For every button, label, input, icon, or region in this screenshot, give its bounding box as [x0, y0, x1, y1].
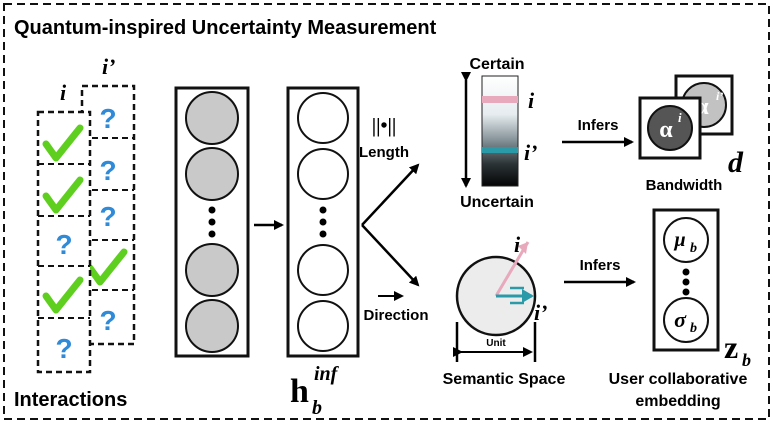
column-i-label: i: [60, 80, 67, 105]
gray-node: [185, 299, 239, 353]
mu-symbol: μ: [673, 229, 685, 251]
ellipsis-dot: [208, 230, 216, 238]
interactions-label: Interactions: [14, 389, 127, 411]
white-node: [297, 300, 349, 352]
white-node: [297, 92, 349, 144]
outer-frame: [3, 3, 770, 420]
length-label: Length: [359, 144, 409, 161]
semantic-space-sphere: [455, 241, 537, 337]
ellipsis-dot: [319, 218, 327, 226]
gray-node: [185, 91, 239, 145]
mu-subscript: b: [690, 241, 697, 256]
embedding-vector: [652, 208, 720, 352]
sigma-node: [663, 297, 709, 343]
alpha-back-superscript: i’: [716, 89, 723, 103]
ellipsis-dot: [208, 206, 216, 214]
ellipsis-dot: [682, 288, 690, 296]
certainty-gradient-bar: [481, 75, 519, 187]
certain-label: Certain: [469, 56, 524, 73]
split-arrow-down: [361, 224, 420, 287]
h-subscript: b: [312, 397, 322, 419]
infers-label-top: Infers: [578, 117, 619, 134]
ellipsis-dot: [319, 230, 327, 238]
sigma-subscript: b: [690, 321, 697, 336]
gray-node: [185, 243, 239, 297]
ellipsis-dot: [319, 206, 327, 214]
input-embedding-column: [174, 86, 250, 358]
h-symbol: h: [290, 373, 309, 410]
d-label: d: [728, 146, 744, 179]
column-i-prime-label: i’: [102, 54, 115, 79]
check-icon: [42, 176, 84, 214]
bandwidth-label: Bandwidth: [646, 177, 723, 194]
question-icon: ?: [55, 333, 72, 364]
z-symbol: z: [724, 329, 738, 365]
interaction-column-i: ? ?: [36, 110, 92, 374]
white-node: [297, 148, 349, 200]
h-superscript: inf: [314, 363, 340, 385]
interaction-column-i-prime: ? ? ? ?: [80, 84, 136, 346]
marker-i-prime-label: i’: [524, 140, 537, 165]
hidden-vector-label: h b inf: [290, 363, 340, 419]
check-icon: [86, 248, 128, 286]
gray-node: [185, 147, 239, 201]
infers-label-bottom: Infers: [580, 257, 621, 274]
split-arrow-up: [361, 163, 420, 226]
sigma-symbol: σ: [674, 307, 687, 332]
semantic-space-label: Semantic Space: [443, 371, 566, 388]
check-icon: [42, 124, 84, 162]
ellipsis-dot: [208, 218, 216, 226]
vector-i-prime-label: i’: [534, 300, 547, 325]
ellipsis-dot: [682, 268, 690, 276]
z-subscript: b: [742, 350, 751, 370]
question-icon: ?: [99, 155, 116, 186]
question-icon: ?: [99, 305, 116, 336]
uncertain-label: Uncertain: [460, 194, 534, 211]
alpha-front-symbol: α: [659, 117, 673, 143]
unit-label: Unit: [486, 338, 506, 349]
vector-i-arrow: [494, 241, 530, 297]
teal-marker: [482, 147, 518, 153]
direction-label: Direction: [363, 307, 428, 324]
marker-i-label: i: [528, 88, 535, 113]
norm-symbol: ||•||: [372, 115, 397, 137]
embedding-label-line2: embedding: [635, 393, 720, 410]
embedding-label-line1: User collaborative: [609, 371, 748, 388]
white-node: [297, 244, 349, 296]
vector-i-label: i: [514, 232, 521, 257]
pink-marker: [482, 96, 518, 103]
question-icon: ?: [99, 103, 116, 134]
ellipsis-dot: [682, 278, 690, 286]
question-icon: ?: [55, 229, 72, 260]
diagram-title: Quantum-inspired Uncertainty Measurement: [14, 17, 437, 39]
question-icon: ?: [99, 201, 116, 232]
check-icon: [42, 276, 84, 314]
alpha-card-front: α i: [638, 96, 702, 160]
mu-node: [663, 217, 709, 263]
hidden-vector-column: [286, 86, 360, 358]
alpha-front-superscript: i: [678, 110, 682, 125]
